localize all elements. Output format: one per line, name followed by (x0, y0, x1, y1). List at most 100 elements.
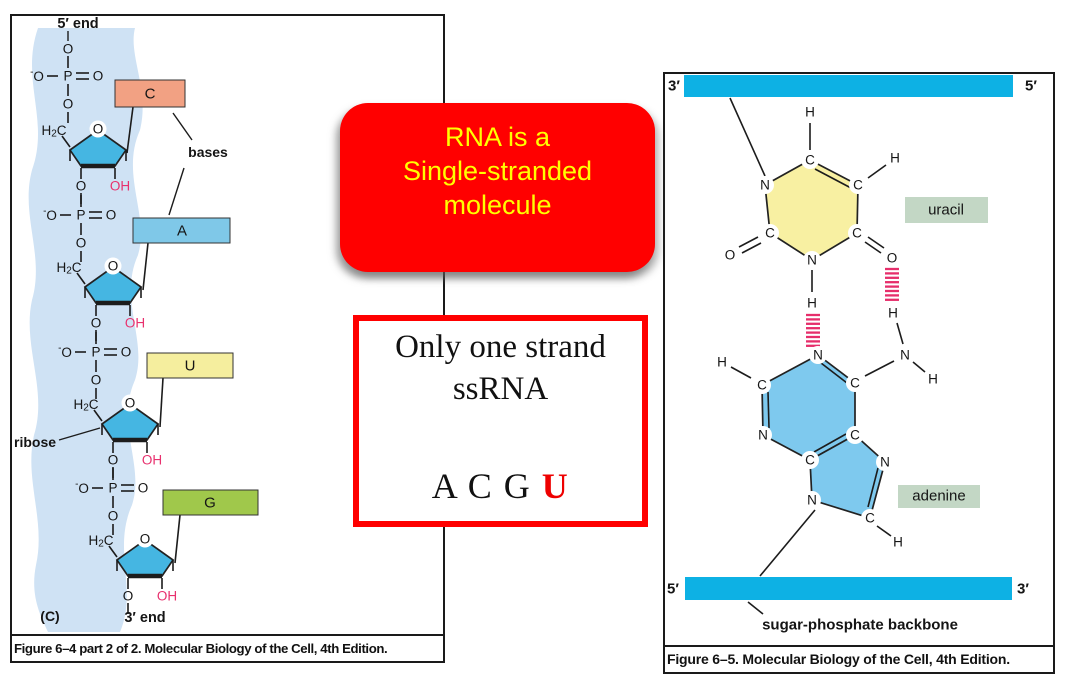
atom-label: P (63, 69, 72, 84)
atom-label: N (813, 348, 823, 363)
atom-label: O (121, 345, 132, 360)
double-bond-line (820, 362, 848, 384)
ring-atom-circle (809, 346, 827, 364)
atom-label: N (900, 348, 910, 363)
atom-label: O (140, 532, 151, 547)
ring-atom-circle (846, 426, 864, 444)
uracil-label-box (905, 197, 988, 223)
atom-label: N (760, 178, 770, 193)
atom-label: -O (30, 67, 44, 84)
note-line-2: ssRNA (452, 371, 549, 407)
panel-letter-label: (C) (40, 608, 59, 624)
pointer-line (172, 112, 193, 141)
atom-label: O (725, 248, 736, 263)
bond-line (76, 272, 86, 285)
pointer-line (168, 167, 185, 216)
atom-label: O (125, 396, 136, 411)
base-connector-line (159, 377, 164, 428)
atom-label: O (108, 509, 119, 524)
left-figure-caption: Figure 6–4 part 2 of 2. Molecular Biolog… (12, 634, 443, 661)
atom-label: H (888, 306, 898, 321)
ring-oxygen-circle (104, 257, 122, 275)
atom-label: O (123, 589, 134, 604)
atom-label: P (108, 481, 117, 496)
atom-label: H2C (56, 260, 81, 277)
ribose-label: ribose (14, 434, 56, 450)
ring-atom-circle (861, 509, 879, 527)
base-connector-line (174, 514, 181, 564)
atom-label: N (807, 493, 817, 508)
atom-label: C (805, 153, 815, 168)
note-u-letter: U (541, 466, 570, 506)
ring-atom-circle (754, 426, 772, 444)
atom-label: OH (110, 179, 130, 194)
atom-label: OH (142, 453, 162, 468)
ssrna-note-box: Only one strand ssRNA A C G U (353, 315, 648, 527)
ring-oxygen-circle (89, 120, 107, 138)
bond-line (747, 601, 764, 615)
ring-atom-circle (753, 376, 771, 394)
callout-line-2: Single-stranded (402, 156, 593, 186)
atom-label: O (63, 42, 74, 57)
bond-line (738, 236, 759, 248)
double-bond-line (867, 467, 879, 508)
pointer-line (58, 427, 101, 441)
top-left-prime-label: 3′ (668, 78, 680, 95)
base-letter-u: U (185, 358, 196, 375)
atom-label: P (91, 345, 100, 360)
double-bond-line (813, 433, 847, 453)
bond-line (729, 97, 766, 177)
uracil-ring (764, 159, 859, 262)
atom-label: H (805, 105, 815, 120)
base-letter-a: A (177, 223, 187, 240)
uracil-label: uracil (928, 202, 964, 219)
sugar-phosphate-backbone-label: sugar-phosphate backbone (762, 617, 958, 634)
note-line-1: Only one strand (395, 329, 606, 365)
rna-callout-box: RNA is a Single-stranded molecule (340, 103, 655, 272)
bond-line (864, 241, 882, 254)
atom-label: O (887, 251, 898, 266)
bond-line (867, 236, 885, 249)
bottom-left-prime-label: 5′ (667, 581, 679, 598)
atom-label: O (108, 453, 119, 468)
bases-label: bases (188, 144, 228, 160)
three-prime-end-label: 3′ end (124, 610, 165, 626)
atom-label: O (138, 481, 149, 496)
atom-label: P (76, 208, 85, 223)
top-right-prime-label: 5′ (1025, 78, 1037, 95)
bond-line (876, 525, 892, 537)
ring-oxygen-circle (121, 394, 139, 412)
bond-line (108, 545, 118, 558)
top-backbone-bar (684, 75, 1013, 97)
note-bases-line: A C G U (359, 465, 642, 507)
five-prime-end-label: 5′ end (57, 16, 98, 32)
atom-label: O (76, 236, 87, 251)
atom-label: H (893, 535, 903, 550)
backbone-ribbon (28, 28, 143, 632)
ring-atom-circle (803, 491, 821, 509)
bond-line (730, 366, 752, 379)
adenine-label-box (898, 485, 980, 508)
atom-label: H (717, 355, 727, 370)
right-figure-caption: Figure 6–5. Molecular Biology of the Cel… (665, 645, 1053, 672)
atom-label: H2C (73, 397, 98, 414)
atom-label: -O (58, 343, 72, 360)
ring-atom-circle (848, 224, 866, 242)
atom-label: -O (43, 206, 57, 223)
atom-label: C (805, 453, 815, 468)
ring-atom-circle (803, 251, 821, 269)
atom-label: N (807, 253, 817, 268)
atom-label: O (76, 179, 87, 194)
base-connector-line (142, 242, 149, 291)
ring-atom-circle (876, 453, 894, 471)
bond-line (759, 509, 816, 577)
atom-label: C (850, 428, 860, 443)
atom-label: -O (75, 479, 89, 496)
base-box-g (162, 489, 259, 516)
atom-label: H2C (88, 533, 113, 550)
callout-line-3: molecule (443, 190, 552, 220)
atom-label: H2C (41, 123, 66, 140)
atom-label: O (63, 97, 74, 112)
